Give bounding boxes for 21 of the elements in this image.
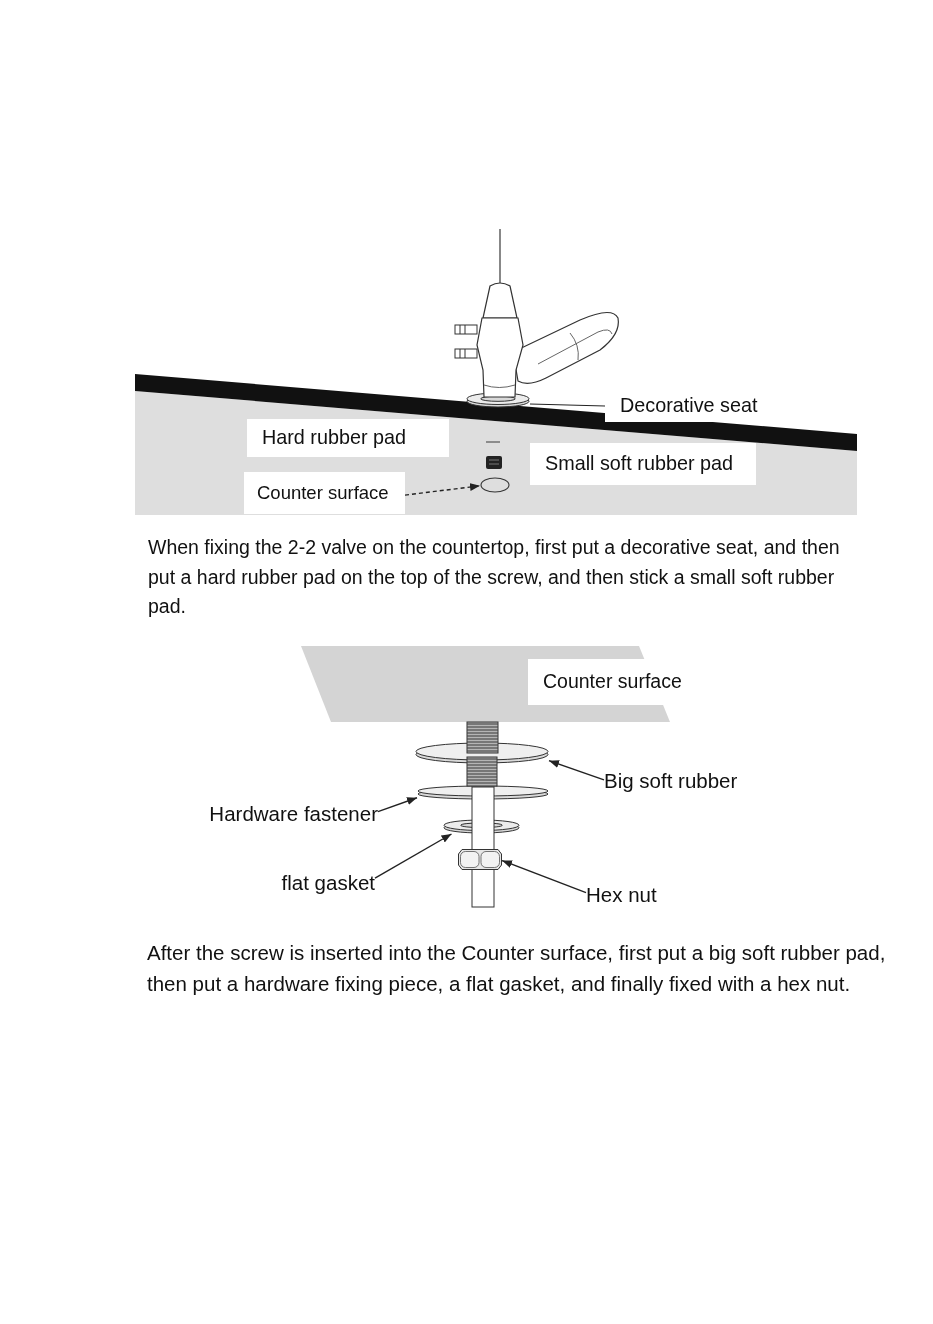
instruction-paragraph: When fixing the 2-2 valve on the countertop, first put a decorative seat, and then put a hard rubber pad on the top of the screw, and then stick a small soft rubber pad. <box>148 535 841 619</box>
washer-ring <box>443 819 520 834</box>
rubber-disc <box>415 742 549 764</box>
part-label: Hardware fastener <box>209 802 378 826</box>
rubber-disc <box>417 785 549 800</box>
leader-arrow <box>374 833 453 879</box>
callout-label: Counter surface <box>244 472 405 514</box>
instruction-paragraph: After the screw is inserted into the Counter surface, first put a big soft rubber pad, then put a hardware fixing piece, a flat gasket, and finally fixed with a hex nut. <box>147 940 887 997</box>
part-label: Hex nut <box>586 883 657 907</box>
leader-arrow <box>548 760 605 781</box>
washer-ring <box>466 392 530 408</box>
part-label: Big soft rubber <box>604 769 738 793</box>
leader-arrow <box>404 483 481 496</box>
callout-label: Small soft rubber pad <box>530 443 756 485</box>
leader-line <box>529 403 606 407</box>
hex-nut <box>458 849 502 870</box>
leader-arrow <box>501 859 587 894</box>
leader-arrow <box>377 797 418 813</box>
callout-label: Hard rubber pad <box>247 419 449 457</box>
part-label: flat gasket <box>281 871 375 895</box>
oval-part <box>480 477 510 493</box>
